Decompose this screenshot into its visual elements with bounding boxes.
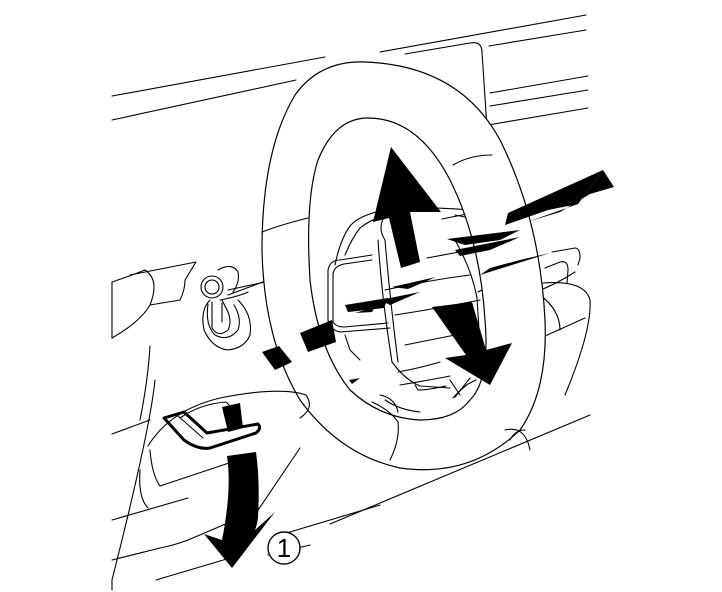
callout-number: 1 [277, 533, 291, 563]
ignition-switch [200, 265, 252, 351]
column-shadow-blocks [222, 320, 336, 432]
tilt-arrow-down-icon [432, 302, 512, 385]
callout-circle-icon [267, 531, 301, 565]
tilt-lock-lever [139, 390, 310, 509]
steering-wheel [261, 61, 546, 471]
lever-pull-arrow-icon [204, 452, 275, 568]
callout-1: 1 [267, 531, 301, 565]
telescopic-motion-streaks-icon [345, 170, 614, 384]
tilt-arrow-up-icon [373, 147, 441, 268]
